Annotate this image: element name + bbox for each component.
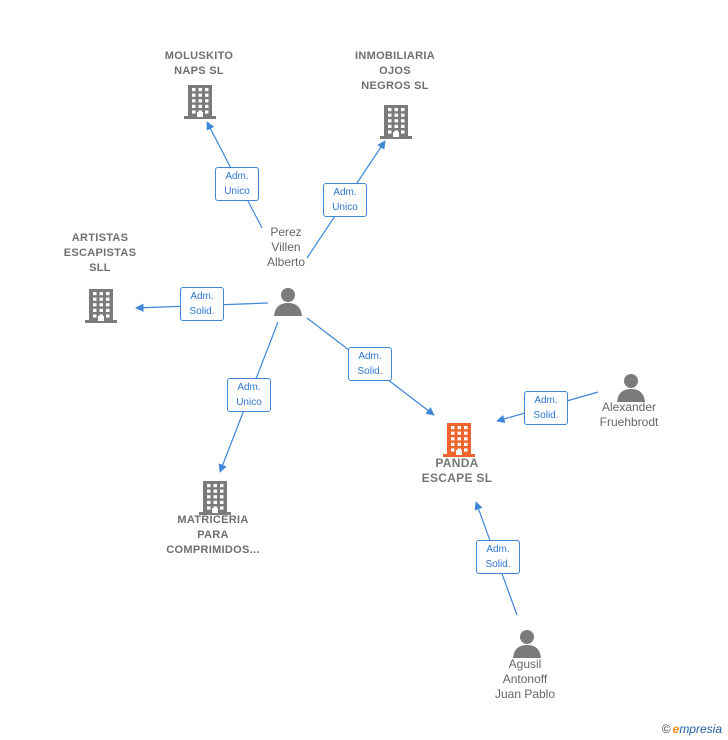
person-icon-perez[interactable]	[273, 287, 303, 322]
relation-badge-perez-to-matriceria[interactable]: Adm. Unico	[227, 378, 271, 412]
node-label-panda[interactable]: PANDA ESCAPE SL	[421, 456, 493, 485]
node-label-agusil[interactable]: Agusil Antonoff Juan Pablo	[494, 657, 556, 701]
brand-name: mpresia	[679, 722, 722, 736]
company-building-icon-moluskito[interactable]	[184, 84, 216, 125]
person-icon-alexander[interactable]	[616, 373, 646, 408]
node-label-matriceria[interactable]: MATRICERIA PARA COMPRIMIDOS...	[166, 514, 260, 556]
company-building-icon-artistas[interactable]	[85, 288, 117, 329]
company-building-icon-matriceria[interactable]	[199, 480, 231, 521]
brand-initial: e	[672, 722, 680, 736]
relation-badge-alexander-to-panda[interactable]: Adm. Solid.	[524, 391, 568, 425]
node-label-perez[interactable]: Perez Villen Alberto	[266, 225, 306, 269]
node-label-artistas[interactable]: ARTISTAS ESCAPISTAS SLL	[63, 232, 137, 274]
company-building-icon-inmobiliaria[interactable]	[380, 104, 412, 145]
person-icon-agusil[interactable]	[512, 629, 542, 664]
relation-badge-perez-to-moluskito[interactable]: Adm. Unico	[215, 167, 259, 201]
focus-company-building-icon-panda[interactable]	[443, 422, 475, 463]
relation-badge-perez-to-panda[interactable]: Adm. Solid.	[348, 347, 392, 381]
relation-badge-perez-to-artistas[interactable]: Adm. Solid.	[180, 287, 224, 321]
node-label-inmobiliaria[interactable]: INMOBILIARIA OJOS NEGROS SL	[355, 50, 435, 92]
relation-badge-perez-to-inmobiliaria[interactable]: Adm. Unico	[323, 183, 367, 217]
node-label-moluskito[interactable]: MOLUSKITO NAPS SL	[164, 50, 234, 77]
empresia-credit[interactable]: ©empresia	[662, 722, 722, 736]
relation-badge-agusil-to-panda[interactable]: Adm. Solid.	[476, 540, 520, 574]
copyright-symbol: ©	[661, 722, 671, 736]
node-label-alexander[interactable]: Alexander Fruehbrodt	[599, 400, 659, 429]
